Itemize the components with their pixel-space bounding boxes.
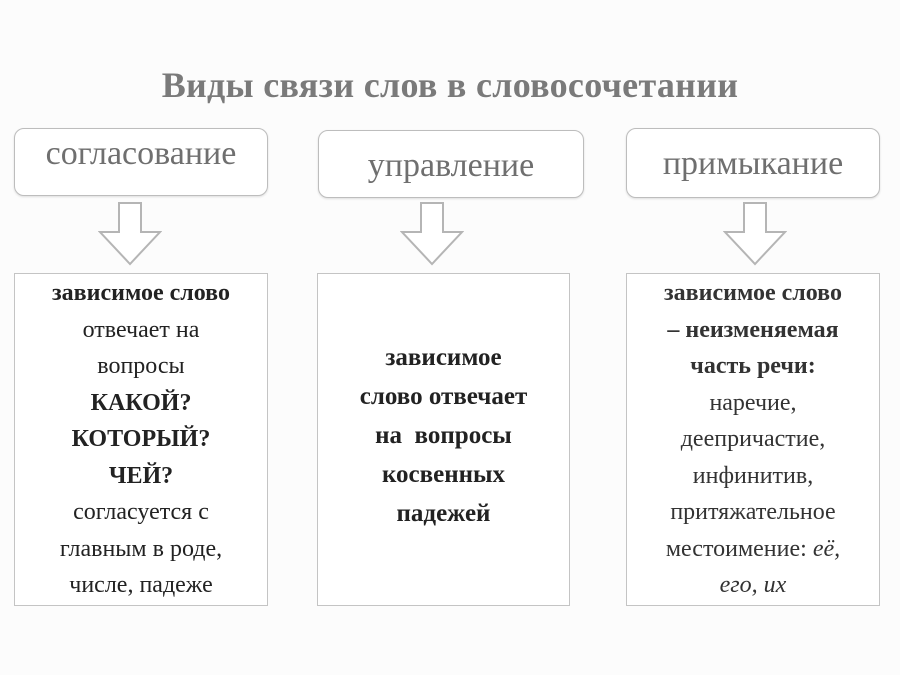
part-of-speech: инфинитив, bbox=[692, 462, 814, 489]
description-line: главным в роде, bbox=[59, 535, 223, 562]
question-word: КОТОРЫЙ? bbox=[71, 426, 211, 453]
description-line: зависимое bbox=[385, 344, 502, 371]
description-box-upravlenie: зависимое слово отвечает на вопросы косв… bbox=[317, 273, 570, 606]
pronoun-label: местоимение: bbox=[665, 535, 813, 562]
description-line: согласуется с bbox=[73, 499, 209, 526]
description-line: отвечает на bbox=[82, 316, 200, 343]
description-line: падежей bbox=[396, 500, 491, 527]
question-word: КАКОЙ? bbox=[90, 389, 192, 416]
description-line: – неизменяемая bbox=[667, 316, 839, 343]
down-arrow-icon bbox=[98, 202, 162, 266]
pronoun-example: её, bbox=[812, 535, 841, 562]
description-box-soglasovanie: зависимое слово отвечает на вопросы КАКО… bbox=[14, 273, 268, 606]
description-line: часть речи: bbox=[690, 353, 816, 380]
type-label: согласование bbox=[45, 135, 237, 172]
description-line: числе, падеже bbox=[69, 572, 213, 599]
part-of-speech: наречие, bbox=[709, 389, 797, 416]
description-line: на вопросы bbox=[375, 422, 512, 449]
part-of-speech: местоимение: её, bbox=[627, 531, 879, 568]
type-box-soglasovanie: согласование bbox=[14, 128, 268, 196]
type-label: примыкание bbox=[662, 145, 844, 182]
type-label: управление bbox=[367, 147, 535, 184]
type-box-upravlenie: управление bbox=[318, 130, 584, 198]
part-of-speech: деепричастие, bbox=[680, 426, 826, 453]
type-box-primykanie: примыкание bbox=[626, 128, 880, 198]
part-of-speech: притяжательное bbox=[670, 499, 836, 526]
description-box-primykanie: зависимое слово – неизменяемая часть реч… bbox=[626, 273, 880, 606]
pronoun-examples: его, их bbox=[719, 572, 787, 599]
description-line: вопросы bbox=[97, 353, 185, 380]
question-word: ЧЕЙ? bbox=[108, 462, 174, 489]
down-arrow-icon bbox=[400, 202, 464, 266]
description-line: слово отвечает bbox=[359, 383, 528, 410]
description-line: зависимое слово bbox=[52, 280, 230, 307]
description-line: зависимое слово bbox=[664, 280, 842, 307]
down-arrow-icon bbox=[723, 202, 787, 266]
description-line: косвенных bbox=[381, 461, 506, 488]
diagram-title: Виды связи слов в словосочетании bbox=[161, 65, 739, 105]
